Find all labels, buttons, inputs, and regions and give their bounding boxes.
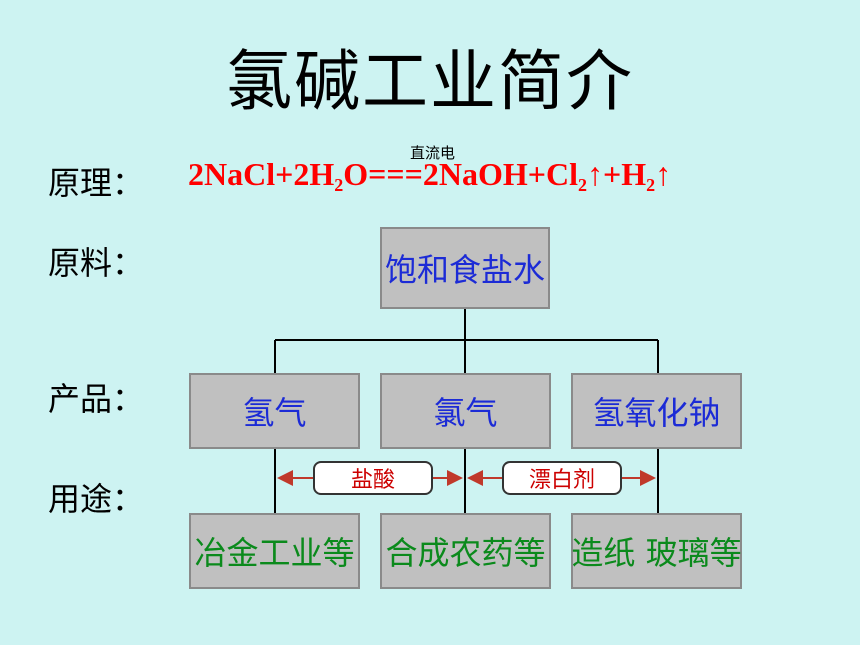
label-products: 产品： [48, 380, 145, 418]
use-box-paper-glass: 造纸 玻璃等 [571, 513, 742, 589]
product-box-hydrogen: 氢气 [189, 373, 360, 449]
equation-subscript: 2 [646, 175, 656, 195]
chemical-equation: 2NaCl+2H2O===2NaOH+Cl2↑+H2↑ [188, 156, 671, 196]
product-box-chlorine: 氯气 [380, 373, 551, 449]
equation-subscript: 2 [577, 175, 587, 195]
equation-part: ↑ [655, 156, 672, 192]
equation-part: ↑+H [586, 156, 647, 192]
use-label-hcl: 盐酸 [313, 461, 433, 495]
label-uses: 用途： [48, 480, 145, 518]
equation-part: O===2NaOH+Cl [343, 156, 578, 192]
label-raw-material: 原料： [48, 244, 145, 282]
raw-material-box: 饱和食盐水 [380, 227, 550, 309]
reaction-condition: 直流电 [410, 144, 456, 162]
page-title: 氯碱工业简介 [226, 43, 634, 120]
equation-subscript: 2 [334, 175, 344, 195]
product-box-naoh: 氢氧化钠 [571, 373, 742, 449]
use-box-pesticide: 合成农药等 [380, 513, 551, 589]
label-principle: 原理： [48, 164, 145, 202]
use-label-bleach: 漂白剂 [502, 461, 622, 495]
use-box-metallurgy: 冶金工业等 [189, 513, 360, 589]
equation-part: 2NaCl+2H [188, 156, 335, 192]
